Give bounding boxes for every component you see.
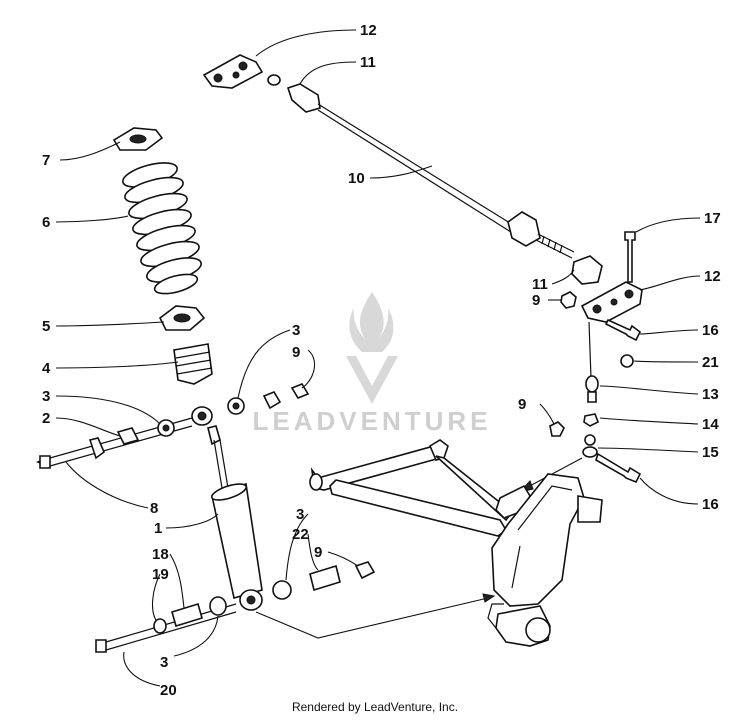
callout-4: 4 — [42, 360, 51, 377]
callout-22: 22 — [292, 526, 309, 543]
callout-12-lower: 12 — [704, 268, 721, 285]
watermark-logo — [346, 292, 398, 404]
callout-16-upper: 16 — [702, 322, 719, 339]
callout-18: 18 — [152, 546, 169, 563]
upper-shock-hardware — [35, 383, 310, 469]
leader-lines — [55, 29, 701, 687]
callout-10: 10 — [348, 170, 365, 187]
callout-8: 8 — [150, 500, 158, 517]
callout-labels: 12 11 10 7 6 5 4 3 2 8 1 3 9 3 22 9 18 1… — [42, 22, 721, 699]
callout-15: 15 — [702, 444, 719, 461]
callout-9-right: 9 — [532, 292, 540, 309]
callout-1: 1 — [154, 520, 162, 537]
callout-9-lower-right: 9 — [518, 396, 526, 413]
lower-clevis-assembly — [518, 231, 643, 493]
lower-shock-hardware — [95, 561, 496, 653]
callout-13: 13 — [702, 386, 719, 403]
callout-2: 2 — [42, 410, 50, 427]
callout-3-upper-left: 3 — [42, 388, 50, 405]
callout-9-lower: 9 — [314, 544, 322, 561]
callout-17: 17 — [704, 210, 721, 227]
watermark-text: LEADVENTURE — [252, 406, 491, 436]
callout-7: 7 — [42, 152, 50, 169]
shock-assembly — [112, 127, 263, 611]
render-credit: Rendered by LeadVenture, Inc. — [291, 700, 459, 714]
callout-3-lower-left: 3 — [160, 654, 168, 671]
callout-3-upper-right: 3 — [292, 322, 300, 339]
upper-rod-assembly — [202, 54, 603, 285]
callout-6: 6 — [42, 214, 50, 231]
callout-14: 14 — [702, 416, 719, 433]
callout-5: 5 — [42, 318, 50, 335]
callout-20: 20 — [160, 682, 177, 699]
callout-9-upper: 9 — [292, 344, 300, 361]
callout-21: 21 — [702, 354, 719, 371]
callout-19: 19 — [152, 566, 169, 583]
callout-12-upper: 12 — [360, 22, 377, 39]
a-arm-spindle — [309, 439, 603, 647]
callout-16-lower: 16 — [702, 496, 719, 513]
callout-11-lower: 11 — [532, 276, 548, 293]
callout-3-lower-right: 3 — [296, 506, 304, 523]
callout-11-upper: 11 — [360, 54, 376, 71]
